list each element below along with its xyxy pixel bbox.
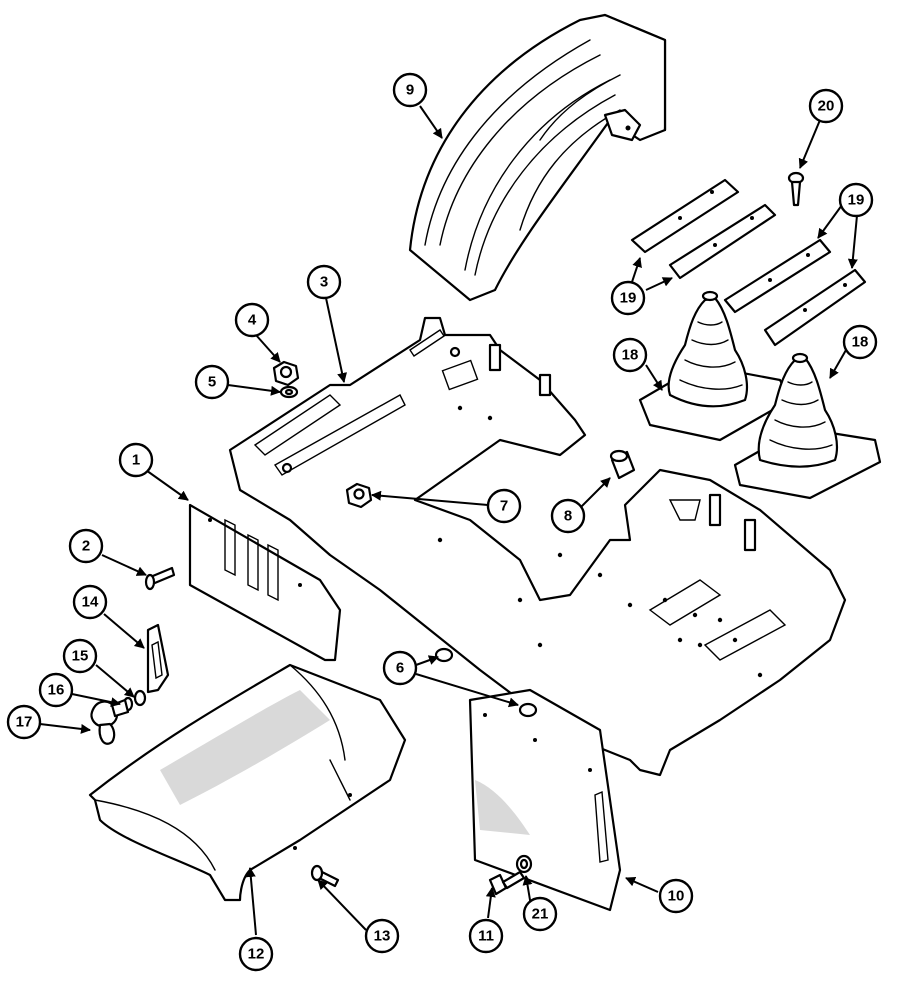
svg-text:18: 18 xyxy=(622,347,639,364)
shift-boot-part-right xyxy=(733,352,882,500)
callout-21: 21 xyxy=(522,896,558,932)
callout-7: 7 xyxy=(486,488,522,524)
callout-3: 3 xyxy=(306,264,342,300)
svg-text:18: 18 xyxy=(852,334,869,351)
side-plate-part xyxy=(188,503,342,662)
callout-5: 5 xyxy=(194,364,230,400)
callout-9: 9 xyxy=(392,72,428,108)
shift-boot-part-left xyxy=(638,290,792,442)
callout-18-left: 18 xyxy=(612,337,648,373)
svg-text:21: 21 xyxy=(532,906,549,923)
svg-text:7: 7 xyxy=(500,498,508,515)
svg-text:1: 1 xyxy=(132,452,140,469)
svg-text:6: 6 xyxy=(396,660,404,677)
callout-11: 11 xyxy=(468,918,504,954)
callout-8: 8 xyxy=(550,498,586,534)
svg-text:3: 3 xyxy=(320,274,328,291)
svg-text:9: 9 xyxy=(406,82,414,99)
nut-part-7 xyxy=(345,482,373,509)
front-cover-part xyxy=(88,663,407,902)
callout-16: 16 xyxy=(38,672,74,708)
svg-text:11: 11 xyxy=(478,928,494,945)
nut-part-4 xyxy=(272,360,300,387)
svg-text:15: 15 xyxy=(72,648,89,665)
svg-text:14: 14 xyxy=(82,594,99,611)
side-panel-part xyxy=(468,688,622,912)
svg-text:4: 4 xyxy=(248,312,257,329)
svg-text:20: 20 xyxy=(818,98,835,115)
svg-text:17: 17 xyxy=(16,714,33,731)
callout-4: 4 xyxy=(234,302,270,338)
callout-17: 17 xyxy=(6,704,42,740)
callout-18-right: 18 xyxy=(842,324,878,360)
floor-plate-part xyxy=(228,316,847,777)
leader-lines xyxy=(39,105,859,936)
svg-text:2: 2 xyxy=(82,538,90,555)
callout-20: 20 xyxy=(808,88,844,124)
console-cover-part xyxy=(408,13,667,302)
svg-text:19: 19 xyxy=(620,290,637,307)
svg-text:16: 16 xyxy=(48,682,65,699)
spacer-part-8 xyxy=(609,449,636,480)
screw-part-13 xyxy=(310,864,340,888)
bracket-part-14 xyxy=(146,623,170,694)
svg-text:19: 19 xyxy=(848,192,865,209)
svg-text:10: 10 xyxy=(668,888,685,905)
callout-15: 15 xyxy=(62,638,98,674)
callout-10: 10 xyxy=(658,878,694,914)
plates-part xyxy=(630,178,867,347)
callout-6: 6 xyxy=(382,650,418,686)
washer-part-21 xyxy=(515,854,533,874)
washer-part-15 xyxy=(133,689,147,707)
grommet-part-6 xyxy=(434,647,538,718)
washer-part-5 xyxy=(279,385,299,399)
callout-1: 1 xyxy=(118,442,154,478)
svg-text:5: 5 xyxy=(208,374,216,391)
callout-19-right: 19 xyxy=(838,182,874,218)
svg-text:8: 8 xyxy=(564,508,572,525)
screw-part-20 xyxy=(787,171,805,207)
callout-14: 14 xyxy=(72,584,108,620)
bolt-part-11 xyxy=(488,870,526,896)
svg-text:13: 13 xyxy=(374,928,391,945)
callout-13: 13 xyxy=(364,918,400,954)
svg-text:12: 12 xyxy=(248,946,265,963)
screw-part-2 xyxy=(144,566,176,591)
callout-2: 2 xyxy=(68,528,104,564)
wing-nut-part-17 xyxy=(90,698,130,745)
callout-19-left: 19 xyxy=(610,280,646,316)
callout-12: 12 xyxy=(238,936,274,972)
